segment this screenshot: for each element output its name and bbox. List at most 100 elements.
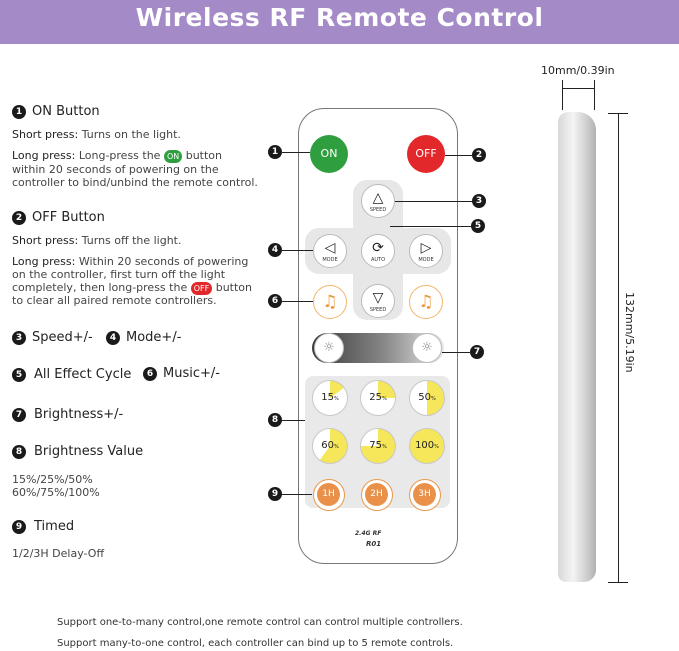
feature-number-3: 3 xyxy=(12,331,26,345)
brightness-50-button[interactable]: 50% xyxy=(409,380,445,416)
feature-title-brightness: Brightness+/- xyxy=(34,407,124,422)
brightness-15-button[interactable]: 15% xyxy=(312,380,348,416)
brightness-value: 60 xyxy=(321,440,334,451)
brightness-100-button[interactable]: 100% xyxy=(409,428,445,464)
brightness-value: 100 xyxy=(415,440,435,451)
length-dim-tick-bottom xyxy=(608,582,628,583)
callout-line-2 xyxy=(445,155,472,156)
length-dim-line xyxy=(618,113,619,583)
feature-number-6: 6 xyxy=(143,367,157,381)
brightness-value: 75 xyxy=(369,440,382,451)
brightness-value: 50 xyxy=(418,392,431,403)
long-press-text: button xyxy=(212,281,252,294)
short-press-text: Turns off the light. xyxy=(78,234,182,247)
callout-line-6 xyxy=(282,301,313,302)
short-press-label: Short press: xyxy=(12,234,79,247)
music-note-icon: ♫ xyxy=(322,292,338,312)
on-short-press: Short press: Turns on the light. xyxy=(12,128,181,141)
feature-number-8: 8 xyxy=(12,445,26,459)
callout-2: 2 xyxy=(472,148,486,162)
speed-down-label: SPEED xyxy=(369,307,387,313)
feature-number-9: 9 xyxy=(12,520,26,534)
value-line1: 15%/25%/50% xyxy=(12,473,93,486)
brightness-60-button[interactable]: 60% xyxy=(312,428,348,464)
off-button[interactable]: OFF xyxy=(407,135,445,173)
speed-up-button[interactable]: △SPEED xyxy=(361,184,395,218)
brightness-unit: % xyxy=(381,396,387,402)
sun-bright-icon: ☼ xyxy=(421,340,433,355)
mode-left-label: MODE xyxy=(322,257,338,263)
mode-right-button[interactable]: ▷MODE xyxy=(409,234,443,268)
on-long-line2: within 20 seconds of powering on the xyxy=(12,163,219,176)
off-short-press: Short press: Turns off the light. xyxy=(12,234,182,247)
callout-line-3 xyxy=(395,201,472,202)
timer-2h-button[interactable]: 2H xyxy=(361,479,393,511)
callout-7: 7 xyxy=(470,345,484,359)
long-press-text: completely, then long-press the xyxy=(12,281,191,294)
callout-1: 1 xyxy=(268,145,282,159)
speed-up-label: SPEED xyxy=(369,207,387,213)
remote-side-view xyxy=(558,112,596,582)
thickness-dim-tick-right xyxy=(594,80,595,110)
header-banner: Wireless RF Remote Control xyxy=(0,0,679,44)
brightness-value: 15 xyxy=(321,392,334,403)
feature-title-mode: Mode+/- xyxy=(126,330,182,345)
feature-title-value: Brightness Value xyxy=(34,444,144,459)
off-long-press: Long press: Within 20 seconds of powerin… xyxy=(12,255,248,268)
feature-title-off: OFF Button xyxy=(32,210,105,225)
auto-label: AUTO xyxy=(370,257,386,263)
brightness-unit: % xyxy=(333,396,339,402)
feature-number-1: 1 xyxy=(12,105,26,119)
feature-number-5: 5 xyxy=(12,368,26,382)
long-press-label: Long press: xyxy=(12,255,76,268)
on-long-press: Long press: Long-press the ON button xyxy=(12,149,222,163)
off-long-line3: completely, then long-press the OFF butt… xyxy=(12,281,252,295)
auto-cycle-icon: ⟳ xyxy=(372,240,384,256)
footer-line1: Support one-to-many control,one remote c… xyxy=(57,617,463,628)
brightness-down-button[interactable]: ☼ xyxy=(314,333,344,363)
triangle-right-icon: ▷ xyxy=(420,240,432,256)
feature-title-on: ON Button xyxy=(32,104,100,119)
music-right-button[interactable]: ♫ xyxy=(409,285,443,319)
timer-label: 3H xyxy=(413,483,436,506)
length-label: 132mm/5.19in xyxy=(623,292,636,373)
brightness-unit: % xyxy=(333,444,339,450)
thickness-dim-tick-left xyxy=(562,80,563,110)
brightness-75-button[interactable]: 75% xyxy=(360,428,396,464)
long-press-text: Long-press the xyxy=(75,149,164,162)
sun-dim-icon: ☼ xyxy=(323,340,335,355)
length-dim-tick-top xyxy=(608,113,628,114)
callout-3: 3 xyxy=(472,194,486,208)
timer-1h-button[interactable]: 1H xyxy=(313,479,345,511)
mode-left-button[interactable]: ◁MODE xyxy=(313,234,347,268)
off-pill-icon: OFF xyxy=(190,281,213,295)
brand-line1: 2.4G RF xyxy=(355,530,382,537)
feature-number-2: 2 xyxy=(12,211,26,225)
on-long-line3: controller to bind/unbind the remote con… xyxy=(12,176,258,189)
auto-button[interactable]: ⟳AUTO xyxy=(361,234,395,268)
footer-line2: Support many-to-one control, each contro… xyxy=(57,638,454,649)
callout-line-8 xyxy=(282,420,305,421)
brightness-unit: % xyxy=(381,444,387,450)
off-long-line2: on the controller, first turn off the li… xyxy=(12,268,226,281)
brightness-unit: % xyxy=(430,396,436,402)
music-left-button[interactable]: ♫ xyxy=(313,285,347,319)
feature-title-music: Music+/- xyxy=(163,366,220,381)
long-press-text: Within 20 seconds of powering xyxy=(75,255,249,268)
feature-number-4: 4 xyxy=(106,331,120,345)
timer-3h-button[interactable]: 3H xyxy=(409,479,441,511)
off-long-line4: to clear all paired remote controllers. xyxy=(12,294,217,307)
feature-title-timed: Timed xyxy=(34,519,75,534)
callout-line-5 xyxy=(390,226,471,227)
on-pill-icon: ON xyxy=(163,149,183,163)
long-press-text: button xyxy=(182,149,223,162)
feature-title-speed: Speed+/- xyxy=(32,330,93,345)
on-button[interactable]: ON xyxy=(310,135,348,173)
callout-8: 8 xyxy=(268,413,282,427)
brightness-value: 25 xyxy=(369,392,382,403)
brightness-25-button[interactable]: 25% xyxy=(360,380,396,416)
feature-title-cycle: All Effect Cycle xyxy=(34,367,132,382)
brightness-up-button[interactable]: ☼ xyxy=(412,333,442,363)
speed-down-button[interactable]: ▽SPEED xyxy=(361,284,395,318)
callout-line-4 xyxy=(282,250,313,251)
